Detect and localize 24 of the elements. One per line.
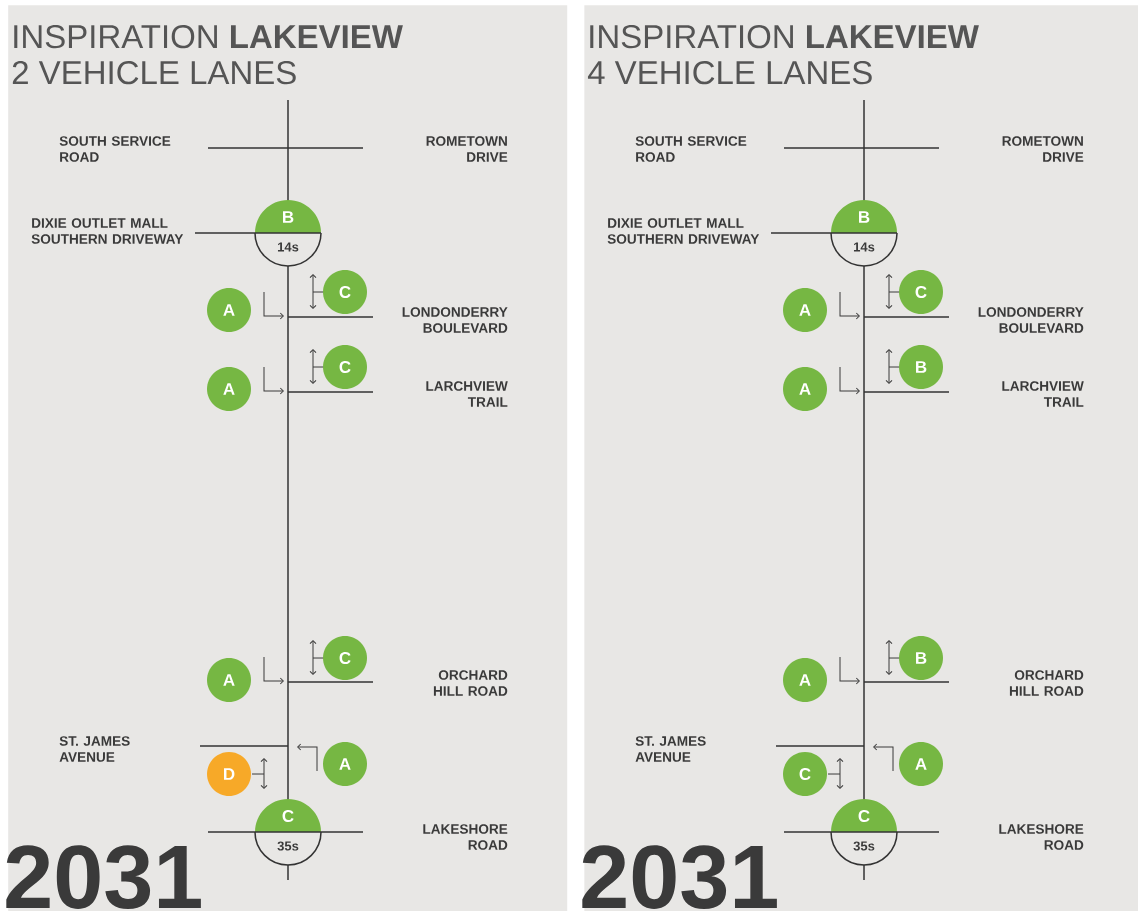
- street-name: LARCHVIEW TRAIL: [426, 381, 508, 407]
- street-name: LONDONDERRY BOULEVARD: [402, 307, 508, 333]
- street-name: DIXIE OUTLET MALL SOUTHERN DRIVEWAY: [31, 218, 184, 244]
- street-name: SOUTH SERVICE ROAD: [635, 136, 747, 162]
- street-name: ROMETOWN DRIVE: [426, 136, 508, 162]
- node-label: 35s: [277, 841, 299, 851]
- street-name: LAKESHORE ROAD: [423, 824, 508, 850]
- street-name: ST. JAMES AVENUE: [635, 736, 706, 762]
- street-name: DIXIE OUTLET MALL SOUTHERN DRIVEWAY: [607, 218, 760, 244]
- node-label: 14s: [277, 242, 299, 252]
- node-label: C: [282, 809, 294, 823]
- street-name: ROMETOWN DRIVE: [1002, 136, 1084, 162]
- street-name: LARCHVIEW TRAIL: [1002, 381, 1084, 407]
- year-label: 2031: [6, 845, 201, 909]
- street-name: SOUTH SERVICE ROAD: [59, 136, 171, 162]
- street-name: ORCHARD HILL ROAD: [433, 670, 508, 696]
- node-label: C: [858, 809, 870, 823]
- street-name: ST. JAMES AVENUE: [59, 736, 130, 762]
- node-label: 14s: [853, 242, 875, 252]
- street-name: LAKESHORE ROAD: [999, 824, 1084, 850]
- street-name: LONDONDERRY BOULEVARD: [978, 307, 1084, 333]
- node-label: 35s: [853, 841, 875, 851]
- street-name: ORCHARD HILL ROAD: [1009, 670, 1084, 696]
- year-label: 2031: [582, 845, 777, 909]
